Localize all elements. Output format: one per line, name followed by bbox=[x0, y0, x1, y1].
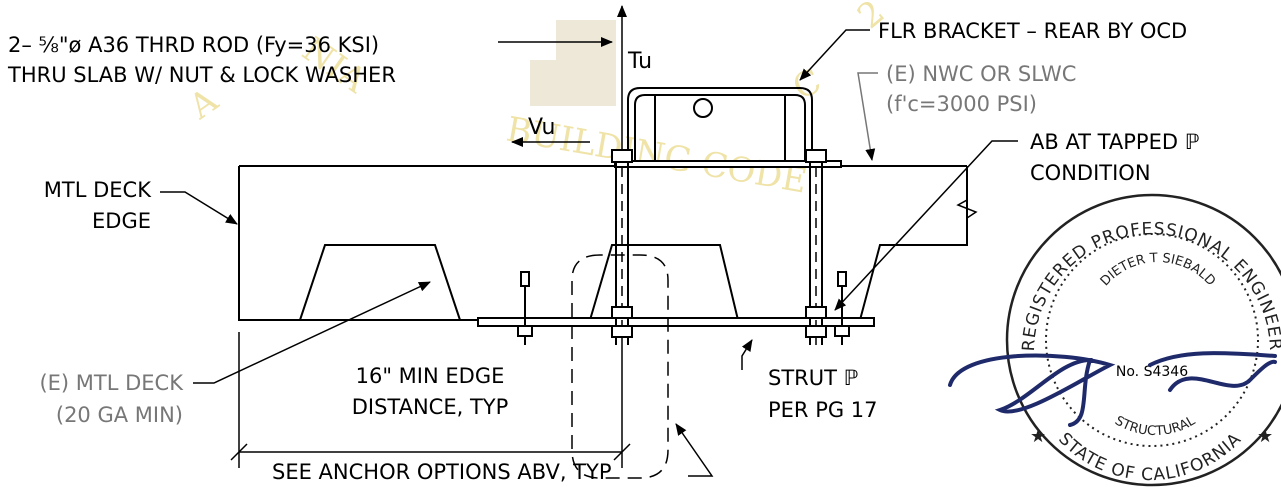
nut-left-mid bbox=[611, 306, 633, 319]
deck-edge-callout-line2: EDGE bbox=[92, 209, 151, 233]
seal-top-text: REGISTERED PROFESSIONAL ENGINEER bbox=[1019, 219, 1281, 352]
leader-existing-deck bbox=[193, 281, 431, 384]
bracket-inner bbox=[634, 94, 806, 161]
edge-distance-dimension bbox=[230, 332, 631, 468]
break-line bbox=[956, 166, 978, 245]
strut-callout-line1: STRUT ℙ bbox=[768, 366, 858, 390]
ab-callout-line2: CONDITION bbox=[1030, 161, 1151, 185]
concrete-slab bbox=[238, 165, 968, 321]
seal-outer-ring bbox=[1005, 193, 1281, 487]
seal-name-text: DIETER T SIEBALD bbox=[1098, 251, 1219, 289]
deck-flute-profile bbox=[299, 244, 461, 321]
leaders bbox=[160, 29, 1018, 477]
rod-callout-line2: THRU SLAB W/ NUT & LOCK WASHER bbox=[7, 63, 396, 87]
ab-callout-line1: AB AT TAPPED ℙ bbox=[1030, 130, 1199, 154]
seal-discipline: STRUCTURAL bbox=[1112, 413, 1198, 439]
seal-license-number: No. S4346 bbox=[1116, 364, 1188, 380]
leader-strut bbox=[741, 339, 753, 370]
watermark-text-top: C bbox=[787, 61, 827, 108]
leader-concrete bbox=[857, 72, 878, 161]
anchor-options-outline bbox=[571, 254, 669, 479]
anchor-bolt-left-nut bbox=[517, 325, 533, 337]
edge-distance-line1: 16" MIN EDGE bbox=[356, 364, 505, 388]
strut-plate bbox=[477, 317, 875, 327]
threaded-rod-right bbox=[805, 149, 827, 345]
nut-right-bottom bbox=[805, 325, 827, 338]
leader-ab-tapped bbox=[834, 140, 1018, 311]
nut-right-top bbox=[805, 149, 827, 163]
rod-callout-line1: 2– ⅝"ø A36 THRD ROD (Fy=36 KSI) bbox=[8, 33, 379, 57]
bracket-hole bbox=[693, 98, 713, 118]
anchor-bolt-right-head bbox=[837, 271, 847, 287]
slab-left-edge bbox=[238, 166, 480, 321]
seal-star-right-icon: ★ bbox=[1257, 426, 1273, 447]
dim-tick-right bbox=[613, 443, 631, 461]
leader-anchor-options bbox=[675, 423, 714, 477]
existing-deck-callout-line2: (20 GA MIN) bbox=[56, 403, 183, 427]
dim-tick-left bbox=[230, 443, 248, 461]
nut-left-top bbox=[611, 149, 633, 163]
deck-edge-callout-line1: MTL DECK bbox=[44, 178, 152, 202]
force-tension-label: Tu bbox=[627, 49, 652, 74]
engineer-seal: REGISTERED PROFESSIONAL ENGINEER DIETER … bbox=[948, 193, 1281, 487]
seal-inner-dots bbox=[1045, 233, 1259, 447]
force-arrows: Tu Vu bbox=[511, 5, 652, 150]
threaded-rod-left bbox=[611, 149, 633, 345]
bracket-callout: FLR BRACKET – REAR BY OCD bbox=[878, 19, 1187, 43]
leader-deck-edge bbox=[160, 191, 238, 225]
signature bbox=[948, 351, 1277, 427]
watermark-text-left2: A bbox=[181, 80, 225, 128]
anchor-bolt-left bbox=[517, 271, 533, 345]
seal-star-left-icon: ★ bbox=[1030, 426, 1046, 447]
strut-callout-line2: PER PG 17 bbox=[768, 398, 878, 422]
concrete-callout-line1: (E) NWC OR SLWC bbox=[886, 62, 1076, 86]
callouts: 2– ⅝"ø A36 THRD ROD (Fy=36 KSI) THRU SLA… bbox=[7, 19, 1199, 484]
force-shear-label: Vu bbox=[528, 115, 556, 140]
deck-flute-profile-2 bbox=[589, 244, 739, 321]
existing-deck-callout-line1: (E) MTL DECK bbox=[39, 371, 184, 395]
floor-bracket bbox=[614, 87, 842, 168]
nut-left-bottom bbox=[611, 325, 633, 338]
concrete-callout-line2: (f'c=3000 PSI) bbox=[886, 92, 1037, 116]
nut-right-mid bbox=[805, 306, 827, 319]
watermark-building-icon bbox=[530, 20, 616, 106]
bracket-body bbox=[627, 87, 813, 161]
deck-flute-profile-3 bbox=[859, 166, 968, 321]
anchor-bolt-right-nut bbox=[834, 325, 850, 337]
leader-bracket bbox=[799, 29, 870, 81]
anchor-bolt-left-head bbox=[520, 271, 530, 287]
anchor-options-callout: SEE ANCHOR OPTIONS ABV, TYP bbox=[272, 460, 612, 484]
edge-distance-line2: DISTANCE, TYP bbox=[352, 395, 509, 419]
